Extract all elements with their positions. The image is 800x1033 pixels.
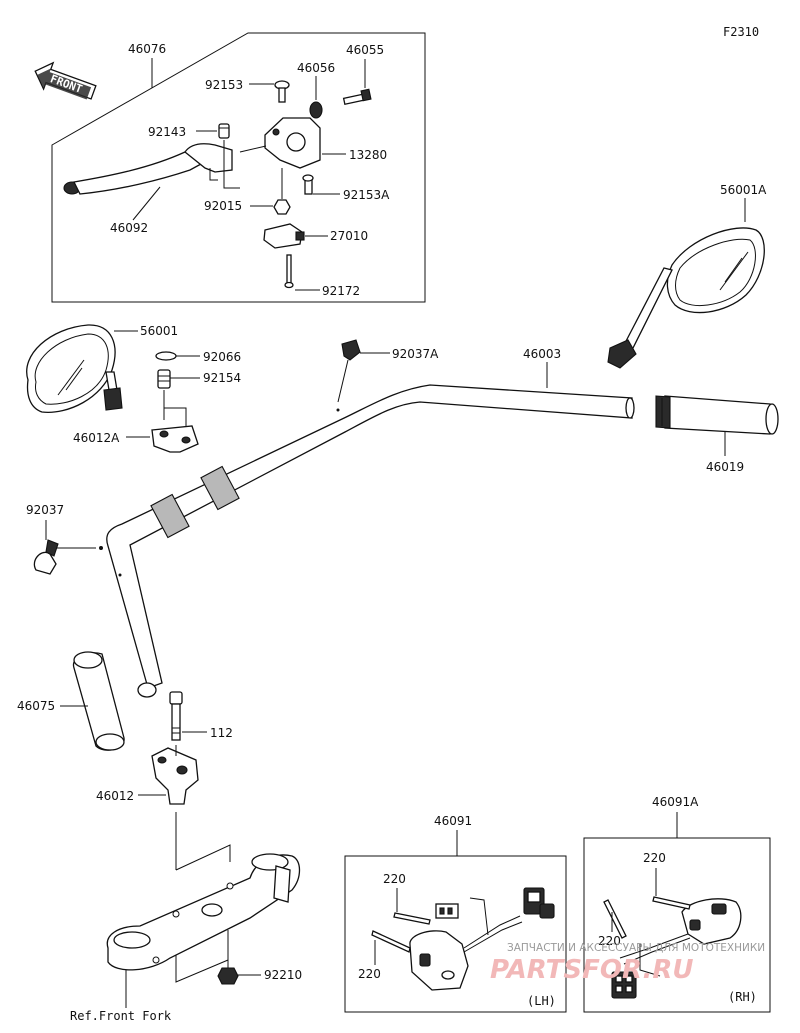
label-46091: 46091 bbox=[434, 814, 472, 828]
label-46003: 46003 bbox=[523, 347, 561, 361]
label-46012: 46012 bbox=[96, 789, 134, 803]
clamp-upper-46012a bbox=[151, 425, 199, 453]
switch-box-lh bbox=[344, 830, 567, 1013]
label-92015: 92015 bbox=[204, 199, 242, 213]
lever-assembly-box: FRONT 46076 46092 92143 92153 bbox=[34, 32, 426, 303]
label-56001a: 56001A bbox=[720, 183, 767, 197]
nut-92210 bbox=[217, 967, 239, 985]
label-27010: 27010 bbox=[330, 229, 368, 243]
clutch-lever bbox=[63, 143, 233, 195]
label-92153: 92153 bbox=[205, 78, 243, 92]
figure-code: F2310 bbox=[723, 25, 759, 39]
label-92037a: 92037A bbox=[392, 347, 439, 361]
mirror-right-56001a bbox=[607, 227, 765, 369]
washer-92066 bbox=[155, 351, 177, 361]
clamp-lower-46012 bbox=[151, 747, 199, 805]
label-92153a: 92153A bbox=[343, 188, 390, 202]
triple-clamp bbox=[106, 844, 301, 983]
grip-left-46075 bbox=[72, 651, 125, 751]
handlebar-46003 bbox=[99, 384, 635, 698]
watermark-tagline: ЗАПЧАСТИ И АКСЕССУАРЫ ДЛЯ МОТОТЕХНИКИ bbox=[507, 942, 765, 954]
ref-front-fork-label: Ref.Front Fork bbox=[70, 1009, 172, 1023]
front-arrow-icon: FRONT bbox=[34, 61, 97, 100]
switch-box-rh bbox=[583, 812, 771, 1013]
label-92037: 92037 bbox=[26, 503, 64, 517]
label-46012a: 46012A bbox=[73, 431, 120, 445]
label-92172: 92172 bbox=[322, 284, 360, 298]
label-46055: 46055 bbox=[346, 43, 384, 57]
label-220-d: 220 bbox=[598, 934, 621, 948]
label-56001: 56001 bbox=[140, 324, 178, 338]
lever-holder-13280 bbox=[239, 117, 321, 169]
bolt-92154 bbox=[157, 369, 171, 389]
grip-right-46019 bbox=[655, 395, 779, 435]
label-92210: 92210 bbox=[264, 968, 302, 982]
nut-92015 bbox=[273, 199, 291, 215]
label-46075: 46075 bbox=[17, 699, 55, 713]
label-220-a: 220 bbox=[383, 872, 406, 886]
label-92143: 92143 bbox=[148, 125, 186, 139]
bolt-92153a bbox=[302, 174, 314, 195]
washer-46056 bbox=[309, 101, 323, 119]
label-92154: 92154 bbox=[203, 371, 241, 385]
screw-92172 bbox=[284, 254, 294, 289]
clip-92037 bbox=[33, 539, 96, 575]
label-46076: 46076 bbox=[128, 42, 166, 56]
label-46092: 46092 bbox=[110, 221, 148, 235]
label-92066: 92066 bbox=[203, 350, 241, 364]
label-46019: 46019 bbox=[706, 460, 744, 474]
mirror-left-56001 bbox=[26, 324, 123, 413]
label-112: 112 bbox=[210, 726, 233, 740]
lh-label: (LH) bbox=[527, 994, 556, 1008]
clip-92037a bbox=[337, 339, 361, 403]
switch-27010 bbox=[263, 223, 305, 249]
watermark-brand: PARTSFOR.RU bbox=[490, 955, 693, 985]
collar-92143 bbox=[218, 123, 230, 139]
bolt-112 bbox=[169, 691, 183, 741]
rh-label: (RH) bbox=[728, 990, 757, 1004]
label-220-c: 220 bbox=[643, 851, 666, 865]
label-13280: 13280 bbox=[349, 148, 387, 162]
label-220-b: 220 bbox=[358, 967, 381, 981]
label-46056: 46056 bbox=[297, 61, 335, 75]
bolt-46055 bbox=[342, 88, 372, 105]
bolt-92153 bbox=[274, 80, 290, 103]
label-46091a: 46091A bbox=[652, 795, 699, 809]
